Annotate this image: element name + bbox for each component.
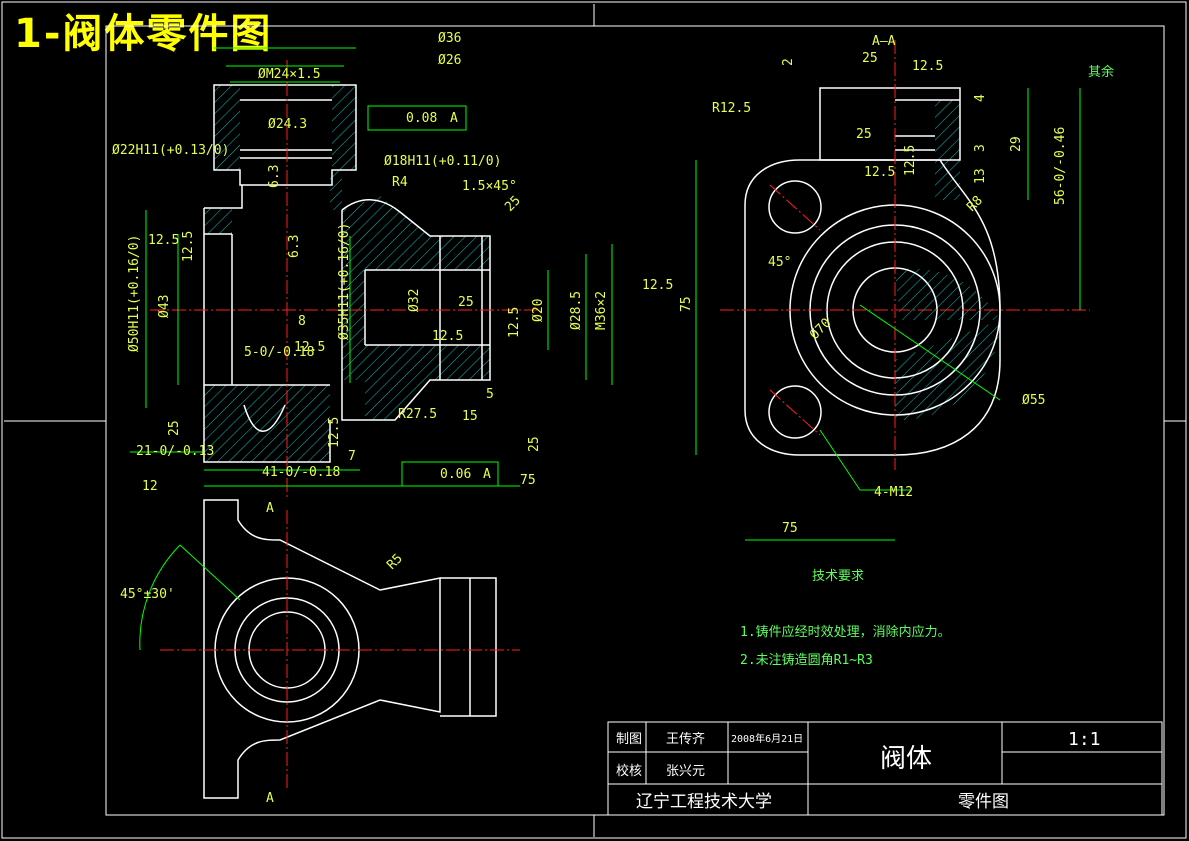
front-view-dim-42: 75 <box>520 473 536 488</box>
side-view-dim-11: 12.5 <box>903 145 918 176</box>
front-view-dim-9: R4 <box>392 175 408 190</box>
top-view-outline <box>203 499 497 799</box>
front-view-dim-3: ØM24×1.5 <box>258 67 321 82</box>
side-view-dim-15: 45° <box>768 255 791 270</box>
side-view-outline <box>744 87 1001 456</box>
top-view-dim-3: 45°±30' <box>120 587 175 602</box>
front-view <box>130 47 613 500</box>
checked-name: 张兴元 <box>666 764 705 779</box>
drawing-type: 零件图 <box>958 792 1009 812</box>
page-heading: 1-阀体零件图 <box>14 11 273 57</box>
front-view-dim-27: 8 <box>298 314 306 329</box>
part-name: 阀体 <box>880 744 932 774</box>
top-view-dim-2: R5 <box>384 551 406 573</box>
title-block: 制图 王传齐 2008年6月21日 校核 张兴元 阀体 1:1 辽宁工程技术大学… <box>607 721 1163 816</box>
scale-value: 1:1 <box>1068 729 1101 750</box>
side-view-dim-20: 75 <box>782 521 798 536</box>
front-view-dim-25: M36×2 <box>594 291 609 330</box>
front-view-dim-33: 5 <box>486 387 494 402</box>
front-view-dim-22: 12.5 <box>507 307 522 338</box>
side-view-dim-14: R8 <box>964 193 986 215</box>
front-view-dim-28: 12.5 <box>294 340 325 355</box>
front-view-dim-16: 6.3 <box>267 165 282 188</box>
side-view-dim-12: 13 <box>973 168 988 184</box>
side-view-dim-4: 25 <box>862 51 878 66</box>
front-view-dim-14: Ø50H11(+0.16/0) <box>127 235 142 352</box>
front-view-centerlines <box>150 60 540 500</box>
front-view-dim-5: Ø22H11(+0.13/0) <box>112 143 229 158</box>
front-view-dim-6: Ø18H11(+0.11/0) <box>384 154 501 169</box>
side-view-dimensions <box>695 88 1081 541</box>
front-view-dim-12: 12.5 <box>148 233 179 248</box>
front-view-dim-29: 5-0/-0.18 <box>244 345 314 360</box>
front-view-dim-21: 12.5 <box>432 329 463 344</box>
tech-requirements: 技术要求 1.铸件应经时效处理，消除内应力。 2.未注铸造圆角R1~R3 <box>740 569 951 668</box>
side-view <box>695 40 1090 541</box>
roughness-note: 其余 <box>1088 64 1114 80</box>
front-view-outline <box>203 84 491 463</box>
top-view-dim-4: A <box>266 791 274 806</box>
front-view-dim-13: 12.5 <box>181 231 196 262</box>
side-view-dim-9: 29 <box>1009 136 1024 152</box>
front-view-dim-40: 41-0/-0.18 <box>262 465 340 480</box>
front-view-dim-32: 15 <box>462 409 478 424</box>
front-view-dim-19: Ø32 <box>407 289 422 312</box>
side-view-dim-16: 75 <box>679 296 694 312</box>
side-view-dim-13: 56-0/-0.46 <box>1053 127 1068 205</box>
front-view-dim-8: A <box>450 111 458 126</box>
front-view-dim-10: 1.5×45° <box>462 179 517 194</box>
front-view-dim-23: Ø20 <box>531 299 546 322</box>
drawn-label: 制图 <box>616 732 642 747</box>
side-view-dim-6: 4 <box>973 94 988 102</box>
front-view-dim-4: Ø24.3 <box>268 117 307 132</box>
side-view-dim-19: 4-M12 <box>874 485 913 500</box>
front-view-dim-2: Ø26 <box>438 53 461 68</box>
tech-item-2: 2.未注铸造圆角R1~R3 <box>740 652 873 668</box>
checked-label: 校核 <box>616 763 642 779</box>
top-view-dim-1: A <box>266 501 274 516</box>
front-view-dim-35: 12.5 <box>327 417 342 448</box>
front-view-dim-7: 0.08 <box>406 111 437 126</box>
top-view-centerlines <box>160 510 520 790</box>
side-view-dim-8: 3 <box>973 144 988 152</box>
front-view-dimensions <box>130 47 613 487</box>
side-view-dim-3: 2 <box>781 58 796 66</box>
front-view-dim-17: 6.3 <box>287 235 302 258</box>
front-view-dim-15: Ø43 <box>157 295 172 318</box>
front-view-dim-11: 25 <box>502 193 524 215</box>
front-view-dim-41: 12 <box>142 479 158 494</box>
front-view-dim-20: 25 <box>458 295 474 310</box>
front-view-dim-31: R27.5 <box>398 407 437 422</box>
side-view-dim-5: 12.5 <box>912 59 943 74</box>
front-view-dim-36: 7 <box>348 449 356 464</box>
side-view-dim-10: 12.5 <box>864 165 895 180</box>
front-view-dim-24: Ø28.5 <box>569 291 584 330</box>
front-view-dim-1: Ø36 <box>438 31 461 46</box>
top-view-dimensions <box>139 544 241 651</box>
drawn-name: 王传齐 <box>666 731 705 747</box>
drawn-date: 2008年6月21日 <box>731 732 803 745</box>
tech-item-1: 1.铸件应经时效处理，消除内应力。 <box>740 624 951 640</box>
side-view-centerlines <box>720 40 1090 470</box>
front-view-hatch <box>204 85 490 462</box>
side-view-hatch <box>895 100 1001 421</box>
top-view <box>139 499 520 799</box>
front-view-dim-18: Ø35H11(+0.16/0) <box>337 223 352 340</box>
side-view-dim-2: R12.5 <box>712 101 751 116</box>
front-view-dim-37: 0.06 <box>440 467 471 482</box>
side-view-dim-18: Ø55 <box>1022 393 1045 408</box>
front-view-dim-30: 25 <box>167 420 182 436</box>
front-view-dim-34: 21-0/-0.13 <box>136 444 214 459</box>
front-view-dim-39: 25 <box>527 436 542 452</box>
tech-title: 技术要求 <box>812 569 864 584</box>
side-view-dim-7: 25 <box>856 127 872 142</box>
front-view-dim-26: 12.5 <box>642 278 673 293</box>
side-view-dim-1: A—A <box>872 34 896 49</box>
school-name: 辽宁工程技术大学 <box>636 792 772 812</box>
front-view-dim-38: A <box>483 467 491 482</box>
